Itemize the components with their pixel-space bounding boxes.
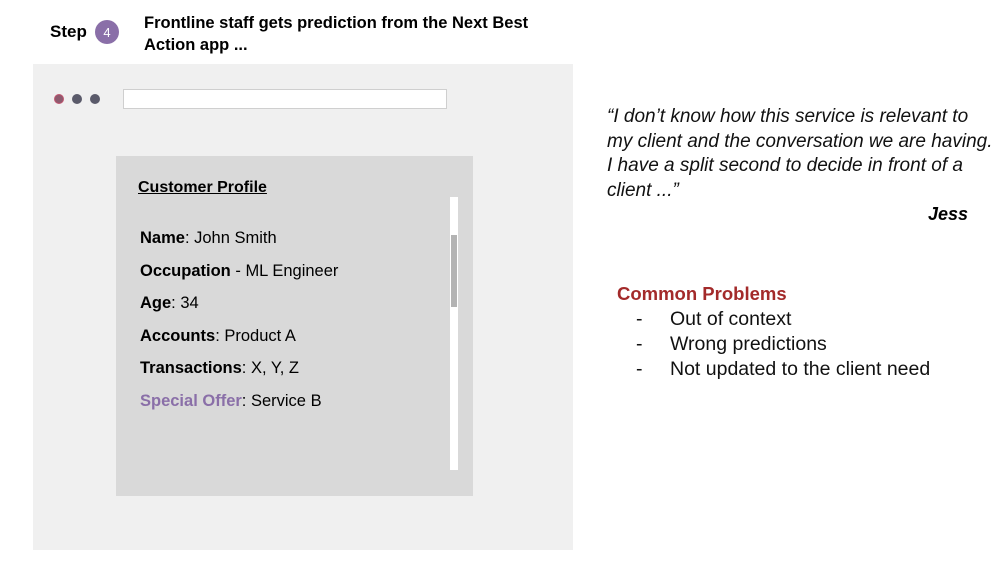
profile-field-special-offer: Special Offer: Service B <box>140 392 322 411</box>
field-value: X, Y, Z <box>250 359 299 377</box>
problem-bullet: - <box>636 333 643 355</box>
window-close-dot[interactable] <box>54 94 64 104</box>
profile-field-occupation: Occupation - ML Engineer <box>140 262 338 281</box>
problem-text: Not updated to the client need <box>670 358 931 380</box>
field-key: Special Offer <box>140 392 242 410</box>
step-description: Frontline staff gets prediction from the… <box>144 14 529 54</box>
field-key: Name <box>140 229 185 247</box>
address-bar[interactable] <box>123 89 447 109</box>
field-separator: - <box>230 262 246 280</box>
field-value: ML Engineer <box>245 262 339 280</box>
profile-field-transactions: Transactions: X, Y, Z <box>140 359 299 378</box>
field-key: Accounts <box>140 327 216 345</box>
field-separator: : <box>241 359 251 377</box>
customer-profile-panel <box>116 156 473 496</box>
profile-field-accounts: Accounts: Product A <box>140 327 296 346</box>
problem-bullet: - <box>636 358 643 380</box>
common-problems-title: Common Problems <box>617 283 787 304</box>
field-separator: : <box>184 229 195 247</box>
field-value: 34 <box>180 294 199 312</box>
window-minimize-dot[interactable] <box>72 94 82 104</box>
problem-text: Wrong predictions <box>670 333 827 355</box>
scrollbar-thumb[interactable] <box>451 235 457 307</box>
field-value: Product A <box>224 327 296 345</box>
customer-profile-title: Customer Profile <box>138 179 267 196</box>
field-key: Occupation <box>140 262 231 280</box>
field-separator: : <box>215 327 225 345</box>
field-key: Age <box>140 294 172 312</box>
profile-field-name: Name: John Smith <box>140 229 277 248</box>
field-value: Service B <box>250 392 322 410</box>
profile-field-age: Age: 34 <box>140 294 199 313</box>
window-maximize-dot[interactable] <box>90 94 100 104</box>
user-quote: “I don’t know how this service is releva… <box>607 106 993 201</box>
quote-author: Jess <box>928 204 969 224</box>
problem-bullet: - <box>636 308 643 330</box>
field-separator: : <box>241 392 251 410</box>
scrollbar-track[interactable] <box>450 197 458 470</box>
field-key: Transactions <box>140 359 242 377</box>
field-separator: : <box>171 294 181 312</box>
field-value: John Smith <box>194 229 277 247</box>
step-number-badge: 4 <box>95 20 119 44</box>
problem-text: Out of context <box>670 308 792 330</box>
step-label: Step <box>50 22 87 41</box>
